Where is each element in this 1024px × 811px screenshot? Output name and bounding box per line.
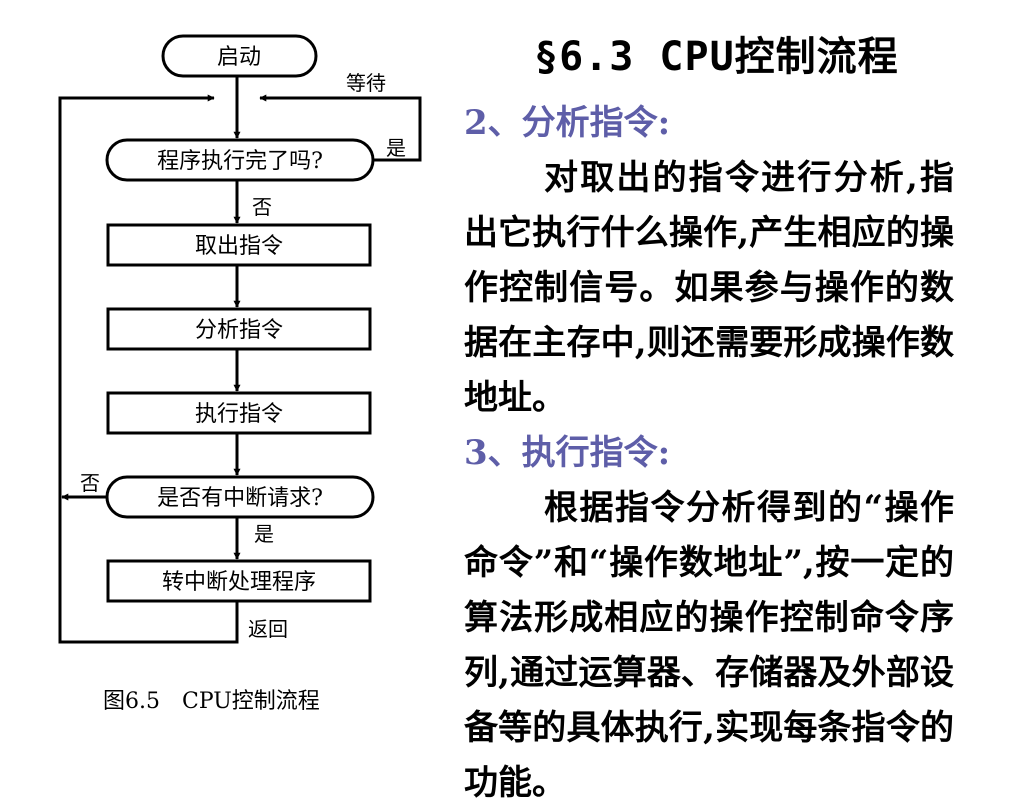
fetch-label: 取出指令 (195, 234, 283, 259)
section-heading-execute: 3、执行指令: (464, 433, 671, 473)
edge-label-wait: 等待 (346, 71, 386, 95)
section-heading-analyze: 2、分析指令: (464, 103, 671, 143)
check-done-label: 程序执行完了吗? (157, 149, 323, 174)
interrupt-handler-node (106, 559, 372, 603)
edge-label-int-yes: 是 (254, 522, 274, 546)
analyze-label: 分析指令 (195, 318, 283, 343)
edge-label-done-yes: 是 (386, 136, 406, 160)
flowchart: 启动 程序执行完了吗? 取出指令 分析指令 执行指令 是否有中断请求? 转中断处… (58, 34, 422, 714)
edge-label-done-no: 否 (252, 195, 272, 219)
section-body-analyze: 对取出的指令进行分析,指出它执行什么操作,产生相应的操作控制信号。如果参与操作的… (464, 158, 954, 418)
execute-node (106, 391, 372, 435)
analyze-node (106, 307, 372, 351)
execute-label: 执行指令 (195, 402, 283, 427)
edge-label-return: 返回 (248, 617, 288, 641)
fetch-node (106, 223, 372, 267)
slide-title: §6.3 CPU控制流程 (534, 34, 899, 80)
interrupt-check-label: 是否有中断请求? (157, 486, 323, 511)
wait-loop-line (259, 94, 422, 162)
edge-label-int-no: 否 (80, 471, 100, 495)
section-body-execute: 根据指令分析得到的“操作命令”和“操作数地址”,按一定的算法形成相应的操作控制命… (464, 488, 954, 803)
start-label: 启动 (217, 45, 261, 70)
text-column: 2、分析指令: 对取出的指令进行分析,指出它执行什么操作,产生相应的操作控制信号… (464, 96, 954, 811)
figure-caption: 图6.5 CPU控制流程 (103, 689, 320, 714)
return-loop-line (58, 94, 239, 644)
start-node (161, 34, 318, 78)
interrupt-handler-label: 转中断处理程序 (162, 570, 316, 595)
